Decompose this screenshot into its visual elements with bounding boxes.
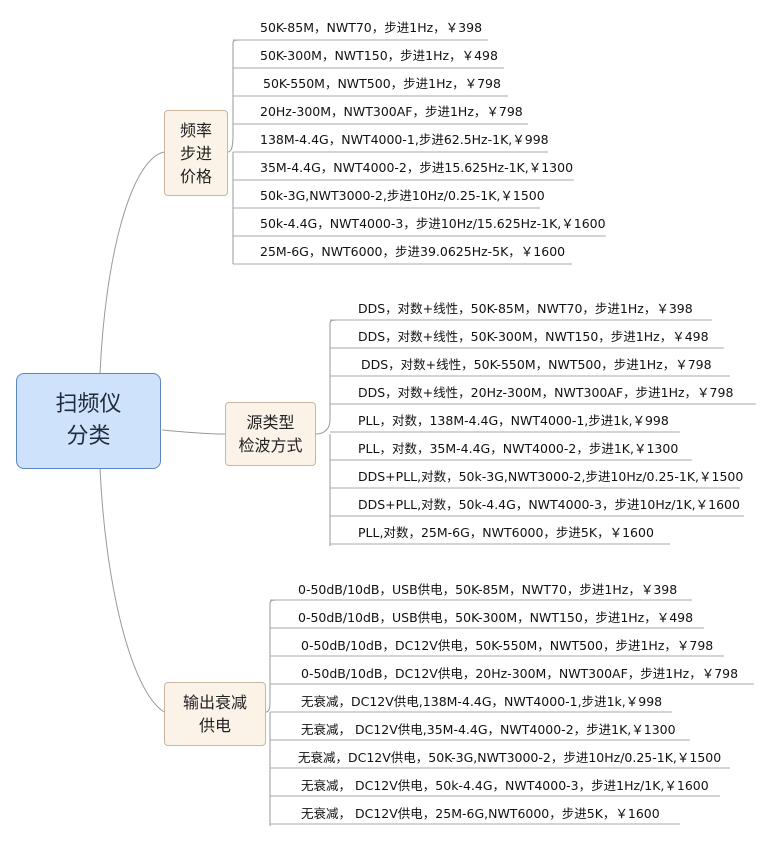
leaf-item[interactable]: 无衰减，DC12V供电，50K-3G,NWT3000-2，步进10Hz/0.25…	[298, 750, 722, 765]
root-line-1: 扫频仪	[55, 392, 122, 417]
leaf-item[interactable]: 0-50dB/10dB，USB供电，50K-300M，NWT150，步进1Hz，…	[298, 610, 694, 625]
branch-3-line-2: 供电	[198, 716, 231, 735]
branch-1-line-3: 价格	[179, 166, 212, 186]
branch-2-line-2: 检波方式	[238, 436, 303, 455]
branch-frequency-step-price[interactable]: 频率 步进 价格	[164, 110, 228, 196]
leaf-item[interactable]: PLL，对数，35M-4.4G，NWT4000-2，步进1K,￥1300	[358, 441, 679, 456]
leaf-item[interactable]: 0-50dB/10dB，DC12V供电，20Hz-300M，NWT300AF，步…	[301, 666, 739, 681]
leaf-item[interactable]: 25M-6G，NWT6000，步进39.0625Hz-5K，￥1600	[260, 244, 566, 259]
leaf-item[interactable]: 35M-4.4G，NWT4000-2，步进15.625Hz-1K,￥1300	[260, 160, 574, 175]
leaf-item[interactable]: DDS，对数+线性，50K-550M，NWT500，步进1Hz，￥798	[361, 357, 712, 372]
leaf-item[interactable]: DDS+PLL,对数，50k-4.4G，NWT4000-3，步进10Hz/1K,…	[358, 497, 740, 512]
leaf-item[interactable]: 50K-550M，NWT500，步进1Hz，￥798	[263, 76, 501, 91]
root-to-branch-1-connector	[99, 151, 165, 375]
leaf-item[interactable]: 138M-4.4G，NWT4000-1,步进62.5Hz-1K,￥998	[260, 132, 549, 147]
leaf-item[interactable]: 无衰减，DC12V供电,138M-4.4G，NWT4000-1,步进1k,￥99…	[301, 694, 663, 709]
root-node[interactable]: 扫频仪 分类	[16, 373, 161, 469]
leaf-item[interactable]: 50K-300M，NWT150，步进1Hz，￥498	[260, 48, 498, 63]
leaf-item[interactable]: 无衰减， DC12V供电，50k-4.4G，NWT4000-3，步进1Hz/1K…	[301, 778, 709, 793]
root-to-branch-3-connector	[99, 467, 165, 713]
leaf-item[interactable]: DDS，对数+线性，20Hz-300M，NWT300AF，步进1Hz，￥798	[358, 385, 734, 400]
leaf-item[interactable]: 无衰减， DC12V供电，25M-6G,NWT6000，步进5K，￥1600	[301, 806, 660, 821]
branch-2-line-1: 源类型	[246, 413, 295, 432]
branch-1-line-1: 频率	[179, 120, 212, 140]
branch-attenuation-power[interactable]: 输出衰减 供电	[164, 682, 266, 746]
leaf-item[interactable]: PLL，对数，138M-4.4G，NWT4000-1,步进1k,￥998	[358, 413, 669, 428]
leaf-item[interactable]: PLL,对数，25M-6G，NWT6000，步进5K，￥1600	[358, 525, 654, 540]
leaf-item[interactable]: DDS，对数+线性，50K-300M，NWT150，步进1Hz，￥498	[358, 329, 709, 344]
leaf-item[interactable]: 0-50dB/10dB，DC12V供电，50K-550M，NWT500，步进1H…	[301, 638, 714, 653]
branch-1-line-2: 步进	[179, 143, 212, 163]
branch-3-line-1: 输出衰减	[182, 693, 247, 712]
leaf-item[interactable]: 20Hz-300M，NWT300AF，步进1Hz，￥798	[260, 104, 523, 119]
root-to-branch-2-connector	[161, 429, 226, 435]
leaf-item[interactable]: 50k-4.4G，NWT4000-3，步进10Hz/15.625Hz-1K,￥1…	[260, 216, 606, 231]
leaf-item[interactable]: 50k-3G,NWT3000-2,步进10Hz/0.25-1K,￥1500	[260, 188, 545, 203]
leaf-item[interactable]: 0-50dB/10dB，USB供电，50K-85M，NWT70，步进1Hz，￥3…	[298, 582, 678, 597]
leaf-item[interactable]: DDS，对数+线性，50K-85M，NWT70，步进1Hz，￥398	[358, 301, 693, 316]
leaf-item[interactable]: DDS+PLL,对数，50k-3G,NWT3000-2,步进10Hz/0.25-…	[358, 469, 744, 484]
branch-2-spine	[315, 319, 339, 435]
branch-source-detection[interactable]: 源类型 检波方式	[225, 402, 316, 466]
root-line-2: 分类	[66, 424, 111, 449]
leaf-item[interactable]: 50K-85M，NWT70，步进1Hz，￥398	[260, 20, 483, 35]
leaf-item[interactable]: 无衰减， DC12V供电,35M-4.4G，NWT4000-2，步进1K,￥13…	[301, 722, 676, 737]
